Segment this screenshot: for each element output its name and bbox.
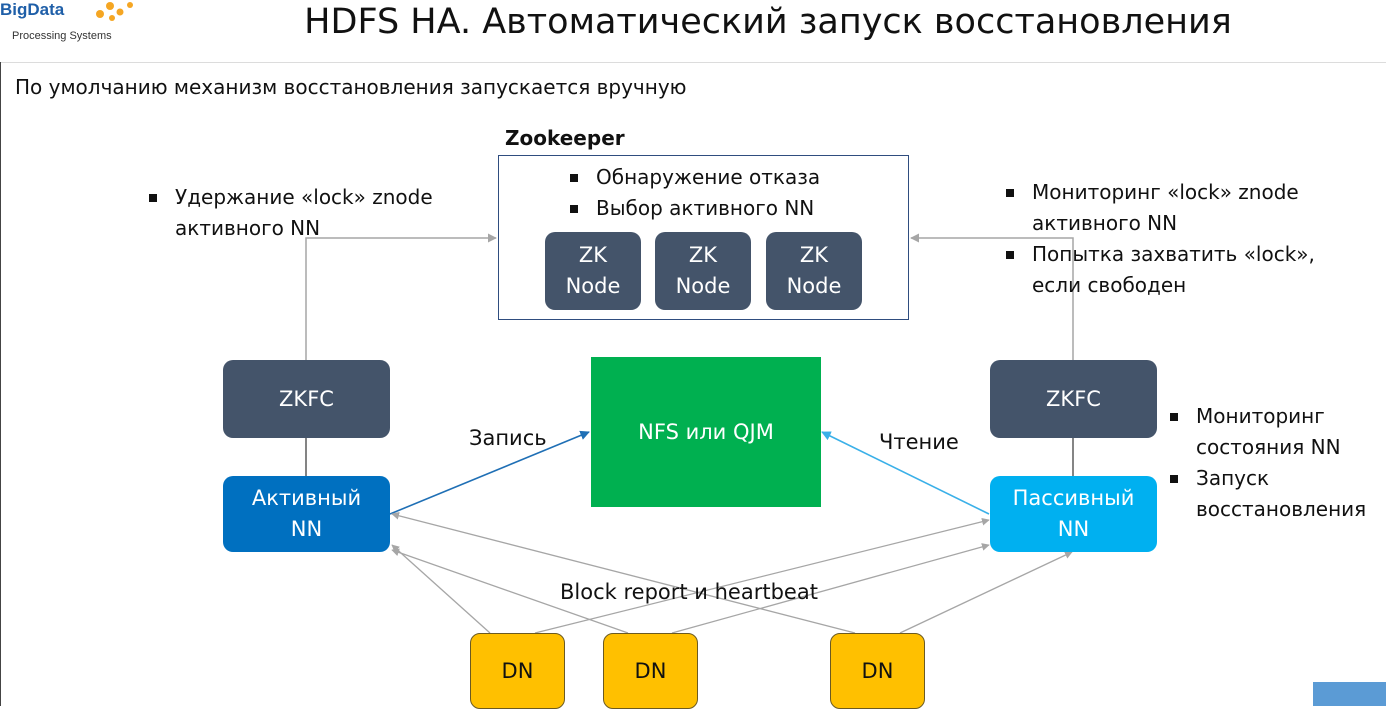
zk-node-line2: Node [675, 274, 731, 298]
zkfc-notes: Мониторинг состояния NN Запуск восстанов… [1166, 401, 1381, 525]
zookeeper-box [498, 155, 909, 320]
right-notes: Мониторинг «lock» znode активного NN Поп… [1002, 177, 1347, 301]
zk-node-line1: ZK [799, 243, 829, 267]
left-border [0, 62, 1, 706]
logo-subtitle: Processing Systems [12, 30, 112, 42]
dn2-to-passive-arrow [671, 543, 990, 634]
list-item: Попытка захватить «lock», если свободен [1002, 239, 1347, 301]
list-item: Мониторинг состояния NN [1166, 401, 1381, 463]
zk-node-2: ZK Node [655, 232, 751, 310]
zk-node-line2: Node [565, 274, 621, 298]
corner-accent [1313, 682, 1386, 706]
zkfc-left-to-zookeeper-arrow [305, 233, 497, 360]
datanode-3: DN [830, 633, 925, 709]
report-label: Block report и heartbeat [560, 580, 818, 604]
zk-node-1: ZK Node [545, 232, 641, 310]
list-item: Удержание «lock» znode активного NN [145, 182, 455, 244]
zookeeper-title: Zookeeper [505, 126, 625, 150]
dn3-to-passive-arrow [899, 551, 1073, 634]
read-label: Чтение [879, 430, 959, 454]
zk-node-line2: Node [786, 274, 842, 298]
zk-node-line1: ZK [578, 243, 608, 267]
list-item: Выбор активного NN [566, 193, 820, 224]
page-title: HDFS HA. Автоматический запуск восстанов… [304, 2, 1232, 42]
list-item: Запуск восстановления [1166, 463, 1381, 525]
write-label: Запись [469, 426, 547, 450]
logo-brand: BigData [0, 0, 65, 19]
zkfc-left: ZKFC [223, 360, 390, 438]
active-nn-line1: Активный [251, 486, 362, 510]
datanode-2: DN [603, 633, 698, 709]
zkfc-right: ZKFC [990, 360, 1157, 438]
header-divider [0, 62, 1386, 63]
logo-dots-icon [96, 2, 133, 21]
dn2-to-active-arrow [391, 548, 629, 634]
zookeeper-bullets: Обнаружение отказа Выбор активного NN [566, 162, 820, 224]
write-arrow [389, 430, 590, 515]
left-notes: Удержание «lock» znode активного NN [145, 182, 455, 244]
dn1-to-passive-arrow [534, 517, 990, 634]
zk-node-3: ZK Node [766, 232, 862, 310]
list-item: Мониторинг «lock» znode активного NN [1002, 177, 1347, 239]
list-item: Обнаружение отказа [566, 162, 820, 193]
shared-storage: NFS или QJM [591, 357, 821, 507]
intro-text: По умолчанию механизм восстановления зап… [15, 75, 687, 99]
passive-nn-line2: NN [1057, 517, 1090, 541]
dn1-to-active-arrow [391, 544, 491, 634]
passive-nn-line1: Пассивный [1012, 486, 1135, 510]
dn3-to-active-arrow [391, 511, 856, 634]
zk-node-line1: ZK [688, 243, 718, 267]
read-arrow [821, 431, 990, 515]
active-nn-line2: NN [290, 517, 323, 541]
zkfc-right-to-zookeeper-arrow [910, 233, 1074, 360]
datanode-1: DN [470, 633, 565, 709]
logo: BigData Processing Systems [0, 0, 150, 48]
